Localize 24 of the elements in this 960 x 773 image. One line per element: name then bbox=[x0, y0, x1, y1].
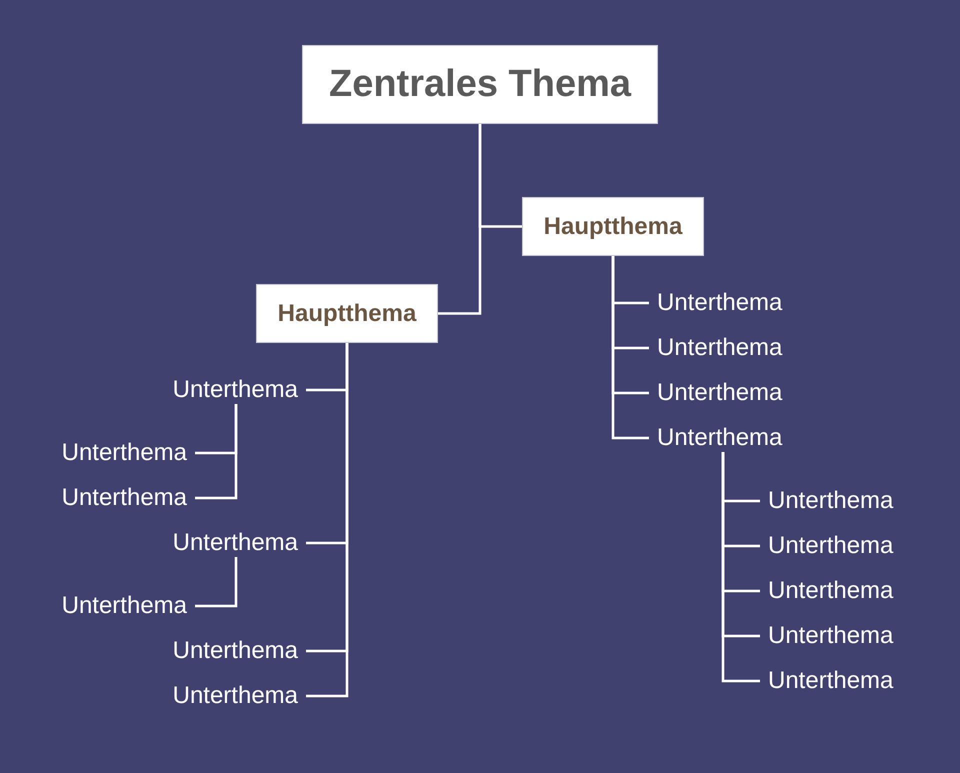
subtopic-label: Unterthema bbox=[649, 379, 790, 407]
subtopic-label: Unterthema bbox=[54, 592, 195, 620]
connector-line bbox=[722, 452, 760, 682]
subtopic-label: Unterthema bbox=[760, 487, 902, 515]
subtopic-label: Unterthema bbox=[760, 622, 902, 650]
subtopic-label: Unterthema bbox=[164, 682, 306, 710]
connector-line bbox=[438, 124, 482, 315]
subtopic-label: Unterthema bbox=[54, 439, 195, 467]
subtopic-label: Unterthema bbox=[164, 529, 306, 557]
main-topic-box: Hauptthema bbox=[522, 197, 704, 256]
subtopic-label: Unterthema bbox=[760, 577, 902, 605]
subtopic-label: Unterthema bbox=[760, 667, 902, 695]
connector-line bbox=[195, 557, 238, 608]
connector-line bbox=[612, 256, 649, 440]
subtopic-label: Unterthema bbox=[649, 334, 790, 362]
subtopic-label: Unterthema bbox=[164, 376, 306, 404]
subtopic-label: Unterthema bbox=[649, 424, 790, 452]
subtopic-label: Unterthema bbox=[649, 289, 790, 317]
subtopic-label: Unterthema bbox=[760, 532, 902, 560]
subtopic-label: Unterthema bbox=[54, 484, 195, 512]
connector-line bbox=[195, 404, 238, 500]
main-topic-box: Hauptthema bbox=[256, 284, 438, 343]
subtopic-label: Unterthema bbox=[164, 637, 306, 665]
central-topic-box: Zentrales Thema bbox=[302, 45, 658, 124]
